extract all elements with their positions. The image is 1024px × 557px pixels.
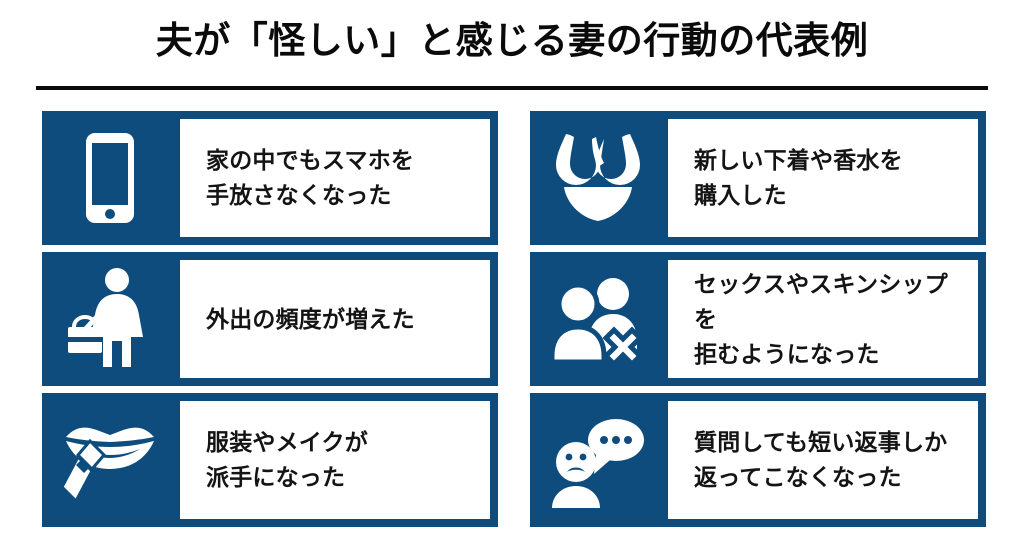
card-item: 外出の頻度が増えた: [42, 252, 498, 386]
couple-rejected-icon: [550, 274, 645, 364]
card-icon-panel: [42, 252, 177, 386]
card-label: 新しい下着や香水を 購入した: [694, 147, 903, 208]
card-body: 外出の頻度が増えた: [177, 257, 493, 381]
card-item: 家の中でもスマホを 手放さなくなった: [42, 111, 498, 245]
lips-lipstick-icon: [59, 411, 160, 509]
card-item: 新しい下着や香水を 購入した: [530, 111, 986, 245]
card-label: 家の中でもスマホを 手放さなくなった: [206, 147, 415, 208]
card-icon-panel: [42, 393, 177, 527]
card-item: 質問しても短い返事しか 返ってこなくなった: [530, 393, 986, 527]
sad-person-speech-bubble-icon: [548, 412, 648, 508]
smartphone-icon: [78, 131, 142, 225]
card-item: 服装やメイクが 派手になった: [42, 393, 498, 527]
card-label: 服装やメイクが 派手になった: [206, 429, 368, 490]
card-grid: 家の中でもスマホを 手放さなくなった 新しい: [42, 111, 986, 527]
header: 夫が「怪しい」と感じる妻の行動の代表例: [0, 0, 1024, 96]
title-divider: [36, 86, 988, 90]
card-icon-panel: [530, 252, 665, 386]
page-title: 夫が「怪しい」と感じる妻の行動の代表例: [155, 20, 869, 61]
card-body: 質問しても短い返事しか 返ってこなくなった: [665, 398, 981, 522]
card-item: セックスやスキンシップを 拒むようになった: [530, 252, 986, 386]
card-body: 新しい下着や香水を 購入した: [665, 116, 981, 240]
card-icon-panel: [530, 111, 665, 245]
card-label: 質問しても短い返事しか 返ってこなくなった: [694, 429, 948, 490]
card-body: 家の中でもスマホを 手放さなくなった: [177, 116, 493, 240]
card-label: 外出の頻度が増えた: [206, 305, 415, 332]
lingerie-icon: [554, 131, 642, 225]
card-body: セックスやスキンシップを 拒むようになった: [665, 257, 981, 381]
card-label: セックスやスキンシップを 拒むようになった: [694, 270, 948, 367]
woman-with-handbag-icon: [64, 267, 156, 371]
card-icon-panel: [530, 393, 665, 527]
card-body: 服装やメイクが 派手になった: [177, 398, 493, 522]
card-icon-panel: [42, 111, 177, 245]
